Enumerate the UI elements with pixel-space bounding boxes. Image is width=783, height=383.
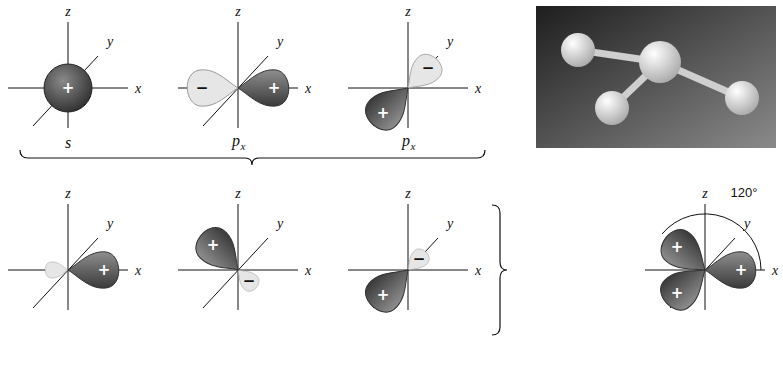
axis-label: x xyxy=(305,81,311,97)
orbital-lobe xyxy=(189,221,251,283)
sign-label: + xyxy=(671,238,684,256)
axis-label: z xyxy=(235,186,240,202)
orbital-lobe xyxy=(398,49,447,98)
orbital-label: s xyxy=(65,134,71,152)
sign-label: + xyxy=(671,284,684,302)
axis-label: x xyxy=(475,263,481,279)
sign-label: + xyxy=(268,79,281,97)
photo-ground xyxy=(536,6,776,148)
z-axis xyxy=(705,204,706,310)
axis-label: y xyxy=(744,216,750,232)
orbital-lobe xyxy=(705,252,756,288)
sign-label: + xyxy=(735,261,748,279)
axis-label: x xyxy=(135,81,141,97)
axis-label: z xyxy=(405,4,410,20)
sign-label: − xyxy=(422,59,435,77)
bracket xyxy=(492,205,507,335)
orbital-lobe xyxy=(68,252,119,288)
sign-label: + xyxy=(377,104,390,122)
sign-label: − xyxy=(413,250,426,268)
axis-label: z xyxy=(65,4,70,20)
z-axis xyxy=(408,204,409,310)
axis-label: y xyxy=(447,34,453,50)
subscript-label: x xyxy=(241,140,246,152)
axis-label: y xyxy=(107,216,113,232)
orbital-lobe xyxy=(187,70,238,106)
sign-label: + xyxy=(98,261,111,279)
axis-label: y xyxy=(447,216,453,232)
angle-label: 120° xyxy=(731,185,758,200)
sign-label: − xyxy=(196,79,209,97)
atom-ball xyxy=(725,81,759,115)
axis-label: y xyxy=(107,34,113,50)
atom-ball xyxy=(561,33,595,67)
axis-label: x xyxy=(305,263,311,279)
sign-label: + xyxy=(207,236,220,254)
bracket xyxy=(20,150,485,165)
axis-label: x xyxy=(475,81,481,97)
orbital-lobe xyxy=(654,256,716,317)
atom-ball xyxy=(639,41,681,83)
sign-label: + xyxy=(377,286,390,304)
orbital-label: p xyxy=(402,132,410,150)
sign-label: + xyxy=(62,79,75,97)
sign-label: − xyxy=(243,272,256,290)
axis-label: x xyxy=(135,263,141,279)
z-axis xyxy=(408,22,409,128)
z-axis xyxy=(238,22,239,128)
axes xyxy=(8,22,765,310)
z-axis xyxy=(238,204,239,310)
y-axis xyxy=(33,56,98,126)
axis-label: z xyxy=(65,186,70,202)
orbital-lobe xyxy=(45,262,68,278)
axis-label: y xyxy=(277,34,283,50)
axis-label: z xyxy=(405,186,410,202)
z-axis xyxy=(68,204,69,310)
axis-label: z xyxy=(235,4,240,20)
orbital-lobe xyxy=(359,257,421,319)
s-orbital xyxy=(44,64,92,112)
subscript-label: x xyxy=(411,140,416,152)
orbital-label: p xyxy=(232,132,240,150)
axis-label: z xyxy=(702,186,707,202)
orbital-lobe xyxy=(238,70,289,106)
axis-label: x xyxy=(772,263,778,279)
atom-ball xyxy=(595,91,629,125)
axis-label: y xyxy=(277,216,283,232)
molecule-photo xyxy=(536,6,776,148)
